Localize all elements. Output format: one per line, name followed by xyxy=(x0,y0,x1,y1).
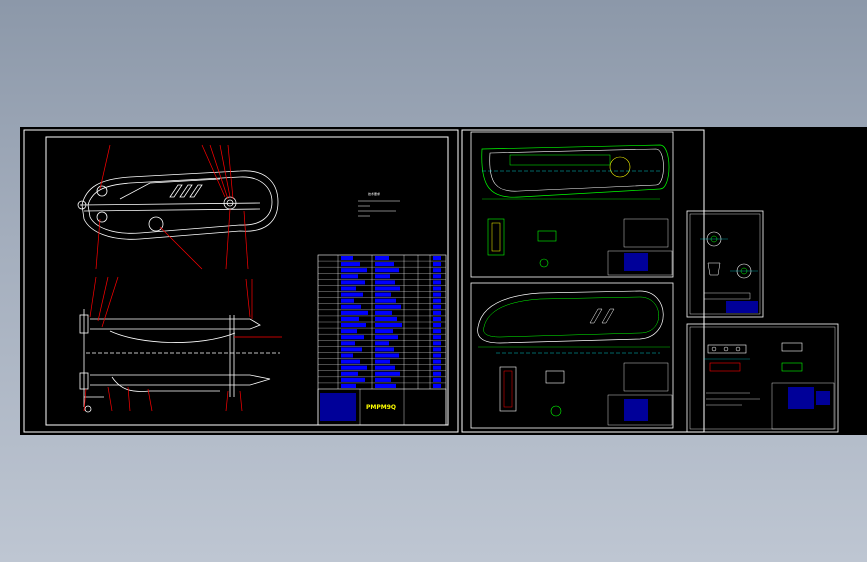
table-cell-qty xyxy=(433,383,441,388)
table-cell-material xyxy=(375,377,391,382)
leader-lines-top xyxy=(95,144,249,270)
table-cell-material xyxy=(375,329,393,334)
table-cell-name xyxy=(341,341,355,346)
cad-drawing-canvas[interactable]: 技术要求 PMPM9Q xyxy=(20,127,867,435)
leader-lines-side xyxy=(83,276,282,412)
table-cell-qty xyxy=(433,274,441,279)
table-cell-material xyxy=(375,298,396,303)
table-cell-name xyxy=(341,262,360,267)
table-cell-name xyxy=(341,365,367,370)
table-cell-material xyxy=(375,365,395,370)
table-cell-material xyxy=(375,310,392,315)
table-cell-material xyxy=(375,286,400,291)
table-cell-name xyxy=(341,383,356,388)
cad-drawing: 技术要求 PMPM9Q xyxy=(23,129,839,433)
table-cell-name xyxy=(341,280,365,285)
table-cell-name xyxy=(341,316,359,321)
table-cell-qty xyxy=(433,323,441,328)
table-cell-name xyxy=(341,304,361,309)
table-cell-name xyxy=(341,335,364,340)
table-cell-material xyxy=(375,383,396,388)
table-cell-material xyxy=(375,359,390,364)
table-cell-name xyxy=(341,347,362,352)
table-cell-qty xyxy=(433,371,441,376)
table-cell-name xyxy=(341,268,367,273)
table-cell-name xyxy=(341,359,360,364)
table-cell-material xyxy=(375,274,390,279)
table-cell-material xyxy=(375,262,394,267)
table-cell-qty xyxy=(433,359,441,364)
table-cell-material xyxy=(375,371,400,376)
table-cell-name xyxy=(341,323,366,328)
notes-title: 技术要求 xyxy=(368,191,380,196)
table-cell-name xyxy=(341,310,368,315)
chain-guard-side-view xyxy=(79,309,280,413)
table-cell-qty xyxy=(433,353,441,358)
small-part-sheet xyxy=(686,210,764,318)
table-cell-name xyxy=(341,292,363,297)
table-cell-qty xyxy=(433,280,441,285)
table-cell-qty xyxy=(433,365,441,370)
table-cell-name xyxy=(341,286,356,291)
table-cell-material xyxy=(375,341,389,346)
table-cell-material xyxy=(375,292,391,297)
table-cell-name xyxy=(341,329,357,334)
table-cell-name xyxy=(341,274,358,279)
table-cell-name xyxy=(341,256,353,261)
table-cell-material xyxy=(375,353,399,358)
table-cell-material xyxy=(375,335,398,340)
table-cell-qty xyxy=(433,316,441,321)
table-cell-qty xyxy=(433,292,441,297)
table-cell-material xyxy=(375,323,402,328)
chain-guard-top-view xyxy=(77,170,279,240)
table-cell-qty xyxy=(433,298,441,303)
table-cell-material xyxy=(375,347,394,352)
part-sheet-bottom xyxy=(470,282,674,429)
table-cell-qty xyxy=(433,304,441,309)
bracket-sheet xyxy=(686,323,839,433)
table-cell-qty xyxy=(433,335,441,340)
table-cell-name xyxy=(341,377,365,382)
table-cell-qty xyxy=(433,256,441,261)
table-cell-qty xyxy=(433,347,441,352)
part-sheet-top xyxy=(461,129,705,433)
table-cell-qty xyxy=(433,286,441,291)
table-cell-qty xyxy=(433,329,441,334)
title-block-stamp: PMPM9Q xyxy=(366,404,396,411)
technical-notes: 技术要求 xyxy=(358,191,400,217)
table-cell-qty xyxy=(433,310,441,315)
table-cell-name xyxy=(341,371,358,376)
table-cell-qty xyxy=(433,262,441,267)
table-cell-material xyxy=(375,256,389,261)
table-cell-qty xyxy=(433,341,441,346)
table-cell-qty xyxy=(433,268,441,273)
table-cell-qty xyxy=(433,377,441,382)
table-cell-material xyxy=(375,280,395,285)
main-assembly-sheet: 技术要求 PMPM9Q xyxy=(23,129,459,433)
parts-list-table: PMPM9Q xyxy=(317,254,447,426)
table-cell-material xyxy=(375,304,401,309)
table-cell-name xyxy=(341,353,353,358)
table-cell-material xyxy=(375,316,397,321)
table-cell-name xyxy=(341,298,354,303)
table-cell-material xyxy=(375,268,399,273)
